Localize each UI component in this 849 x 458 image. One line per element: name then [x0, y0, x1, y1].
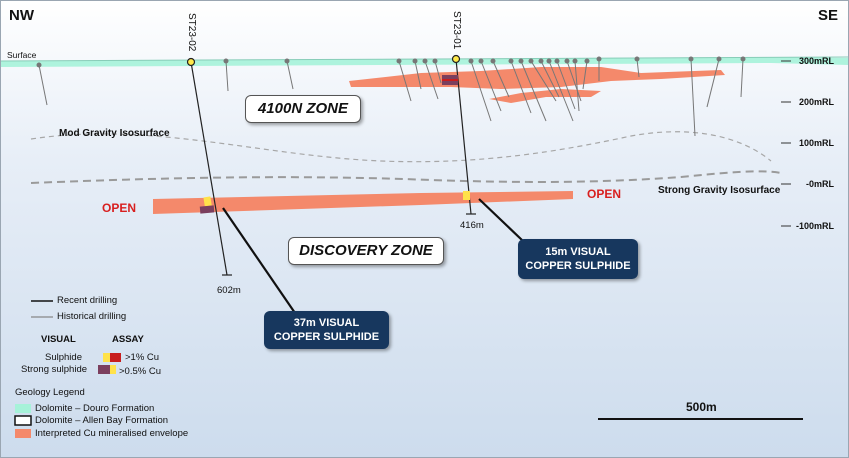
scale-bar-label: 500m [686, 400, 717, 414]
upper-mineral-envelope-lower [489, 89, 601, 103]
legend-historical-label: Historical drilling [57, 311, 127, 322]
mod-gravity-label: Mod Gravity Isosurface [59, 128, 170, 139]
legend-geology-title: Geology Legend [15, 387, 85, 398]
legend-douro-swatch [15, 404, 31, 413]
legend-assay-low-swatch [110, 365, 116, 374]
callout-15m-line1: 15m VISUAL [545, 246, 611, 258]
legend-assay-header: ASSAY [112, 334, 144, 345]
hole-label-st23-01: ST23-01 [451, 11, 462, 50]
zone-4100n: 4100N ZONE [245, 95, 361, 123]
callout-37m-line1: 37m VISUAL [293, 317, 360, 329]
legend-assay-high-swatch [110, 353, 121, 362]
legend-assay-high-label: >1% Cu [125, 352, 160, 363]
drill-hole-st23-02 [186, 57, 232, 276]
legend-visual-header: VISUAL [41, 334, 76, 345]
strong-gravity-isosurface [30, 170, 782, 184]
elevation-300: 300mRL [798, 56, 834, 66]
open-label-east: OPEN [587, 187, 622, 201]
legend-strong-sulphide-label: Strong sulphide [21, 364, 88, 375]
nw-label: NW [9, 7, 34, 24]
legend-strong-sulphide-swatch [98, 365, 110, 374]
legend-sulphide-label: Sulphide [45, 352, 82, 363]
se-label: SE [817, 7, 838, 24]
st23-02-strong-sulphide-interval [199, 205, 215, 214]
legend-assay-low-label: >0.5% Cu [119, 366, 161, 377]
legend-allen-bay-swatch [14, 415, 32, 426]
open-label-west: OPEN [102, 201, 137, 215]
callout-37m: 37m VISUAL COPPER SULPHIDE [264, 311, 389, 349]
elevation-0: -0mRL [805, 179, 834, 189]
surface-label: Surface [7, 50, 37, 60]
callout-15m: 15m VISUAL COPPER SULPHIDE [518, 239, 638, 279]
strong-gravity-label: Strong Gravity Isosurface [658, 185, 781, 196]
historical-drill-holes [36, 56, 746, 137]
st23-02-sulphide-interval [203, 196, 212, 207]
hole-label-st23-02: ST23-02 [186, 13, 197, 52]
elevation-100: 100mRL [798, 138, 834, 148]
callout-pointer-37m [222, 207, 296, 314]
callout-37m-line2: COPPER SULPHIDE [273, 331, 380, 343]
elevation-minus-100: -100mRL [795, 221, 834, 231]
drill-hole-st23-01 [442, 54, 476, 215]
callout-pointer-15m [478, 198, 524, 242]
legend-sulphide-swatch [103, 353, 110, 362]
legend-allen-bay-label: Dolomite – Allen Bay Formation [35, 415, 169, 426]
legend-recent-label: Recent drilling [57, 295, 118, 306]
zone-discovery: DISCOVERY ZONE [288, 237, 444, 265]
legend-envelope-label: Interpreted Cu mineralised envelope [35, 428, 189, 439]
depth-st23-01: 416m [460, 220, 484, 231]
elevation-ticks [781, 60, 791, 227]
legend-envelope-swatch [15, 429, 31, 438]
callout-15m-line2: COPPER SULPHIDE [525, 260, 631, 272]
legend-douro-label: Dolomite – Douro Formation [35, 403, 155, 414]
elevation-200: 200mRL [798, 97, 834, 107]
st23-01-sulphide-interval [463, 191, 470, 200]
depth-st23-02: 602m [217, 285, 241, 296]
